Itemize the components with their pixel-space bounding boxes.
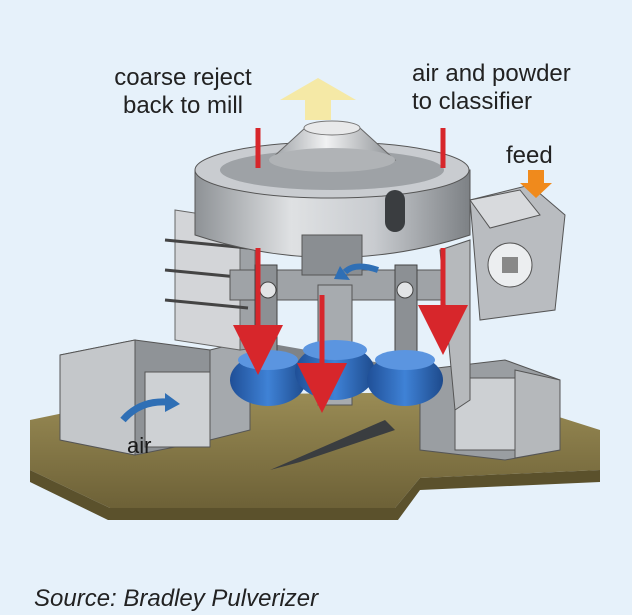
feed-inlet — [469, 184, 566, 321]
feed-label: feed — [506, 142, 553, 169]
rotation-arrow — [342, 263, 379, 275]
coarse-reject-line2: back to mill — [122, 92, 244, 119]
left-door-panel — [164, 209, 256, 351]
air-inlet-arrow — [120, 398, 169, 423]
air-powder-line2: to classifier — [412, 88, 533, 115]
air-inlet-arrowhead — [165, 393, 180, 412]
product-out-arrow — [280, 78, 356, 120]
coarse-reject-line1: coarse reject — [114, 64, 252, 91]
air-powder-label: air and powder to classifier — [412, 60, 571, 116]
air-powder-line1: air and powder — [412, 60, 571, 87]
rotation-arrowhead — [334, 266, 350, 280]
classifier-drum — [194, 120, 471, 276]
coarse-reject-label: coarse reject back to mill — [98, 64, 268, 120]
feed-arrow — [520, 170, 552, 198]
coarse-reject-arrows — [233, 128, 347, 413]
air-label: air — [127, 433, 152, 458]
plow-blade — [270, 420, 395, 470]
source-caption: Source: Bradley Pulverizer — [34, 585, 319, 612]
